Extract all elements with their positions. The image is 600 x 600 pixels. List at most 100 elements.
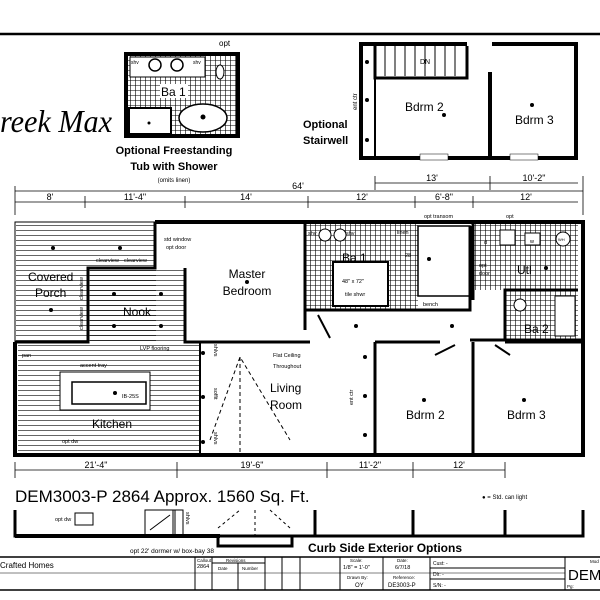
svg-text:Flat Ceiling: Flat Ceiling xyxy=(273,353,301,359)
svg-text:OY: OY xyxy=(355,583,364,589)
svg-text:Bdrm 2: Bdrm 2 xyxy=(406,408,445,422)
svg-text:Pg:: Pg: xyxy=(567,584,574,589)
svg-text:clearview: clearview xyxy=(124,258,147,264)
svg-text:Drawn By:: Drawn By: xyxy=(347,575,368,580)
svg-text:w: w xyxy=(529,239,534,245)
svg-text:Bdrm 3: Bdrm 3 xyxy=(515,113,554,127)
svg-text:10'-2": 10'-2" xyxy=(523,173,546,183)
curb-side-elevation-strip xyxy=(13,509,585,548)
svg-text:Master: Master xyxy=(229,267,266,281)
title-block xyxy=(0,556,600,591)
svg-text:S/N: -: S/N: - xyxy=(433,583,446,589)
svg-text:opt: opt xyxy=(506,214,514,220)
svg-text:Utl: Utl xyxy=(517,263,532,277)
svg-text:clearview: clearview xyxy=(96,258,119,264)
svg-text:Throughout: Throughout xyxy=(273,364,302,370)
svg-text:ent ctr: ent ctr xyxy=(353,93,359,110)
svg-text:shv: shv xyxy=(193,60,201,66)
svg-text:Date: Date xyxy=(218,566,228,571)
optional-bath-plan: opt shv shv Ba 1 xyxy=(124,39,240,138)
svg-text:Callout:: Callout: xyxy=(197,558,212,563)
svg-text:d: d xyxy=(484,240,487,246)
svg-text:Ba 1: Ba 1 xyxy=(161,85,186,99)
svg-text:opt dw: opt dw xyxy=(55,517,71,523)
svg-text:DE3003-P: DE3003-P xyxy=(388,583,416,589)
svg-text:Bdrm 3: Bdrm 3 xyxy=(507,408,546,422)
svg-text:13': 13' xyxy=(426,173,438,183)
svg-text:Ba 2: Ba 2 xyxy=(524,322,549,336)
svg-text:clearview: clearview xyxy=(79,307,85,330)
svg-text:Kitchen: Kitchen xyxy=(92,417,132,431)
svg-text:48" x 72": 48" x 72" xyxy=(342,279,364,285)
svg-text:Optional Freestanding: Optional Freestanding xyxy=(116,145,233,157)
svg-text:pan: pan xyxy=(22,353,31,359)
svg-text:soffit: soffit xyxy=(212,388,218,400)
svg-text:opt: opt xyxy=(479,263,487,269)
svg-text:ent ctr: ent ctr xyxy=(349,390,355,405)
svg-text:shlvs: shlvs xyxy=(212,432,218,445)
svg-text:6/7/18: 6/7/18 xyxy=(395,565,410,571)
svg-text:Optional: Optional xyxy=(303,119,348,131)
svg-text:shv: shv xyxy=(308,231,317,237)
svg-text:2864: 2864 xyxy=(197,564,209,570)
svg-text:12': 12' xyxy=(356,192,368,202)
company-name: Crafted Homes xyxy=(0,561,54,570)
svg-text:Ba 1: Ba 1 xyxy=(342,251,367,265)
svg-text:opt: opt xyxy=(219,39,231,48)
svg-text:Covered: Covered xyxy=(28,270,73,284)
svg-text:opt dw: opt dw xyxy=(62,439,78,445)
svg-text:12': 12' xyxy=(520,192,532,202)
svg-text:accent tray: accent tray xyxy=(80,363,107,369)
main-floor-plan xyxy=(13,220,585,457)
svg-text:opt transom: opt transom xyxy=(424,214,453,220)
svg-text:opt door: opt door xyxy=(166,245,186,251)
svg-text:19'-6": 19'-6" xyxy=(241,460,264,470)
svg-text:28: 28 xyxy=(405,253,411,259)
svg-text:DEM: DEM xyxy=(568,567,600,584)
svg-text:door: door xyxy=(479,271,490,277)
svg-text:11'-2": 11'-2" xyxy=(359,460,381,470)
optional-stairwell-plan: DN Bdrm 2 Bdrm 3 ent ctr xyxy=(353,40,578,161)
svg-text:Mod: Mod xyxy=(590,559,599,564)
svg-text:14': 14' xyxy=(240,192,252,202)
svg-text:6'-8": 6'-8" xyxy=(435,192,453,202)
svg-text:Porch: Porch xyxy=(35,286,66,300)
svg-text:std window: std window xyxy=(164,237,191,243)
svg-text:64': 64' xyxy=(292,181,304,191)
svg-text:21'-4": 21'-4" xyxy=(85,460,108,470)
svg-text:clearview: clearview xyxy=(79,277,85,300)
model-name-title: reek Max xyxy=(0,103,112,139)
svg-text:Tub with Shower: Tub with Shower xyxy=(130,161,218,173)
svg-text:Nook: Nook xyxy=(123,305,152,319)
svg-text:WH: WH xyxy=(558,237,565,242)
svg-text:shv: shv xyxy=(131,60,139,66)
svg-text:11'-4": 11'-4" xyxy=(124,192,146,202)
svg-text:Bdrm 2: Bdrm 2 xyxy=(405,100,444,114)
svg-text:LVP flooring: LVP flooring xyxy=(140,346,169,352)
svg-text:Living: Living xyxy=(270,381,301,395)
plan-title: DEM3003-P 2864 Approx. 1560 Sq. Ft. xyxy=(15,487,310,506)
svg-text:DN: DN xyxy=(420,59,430,66)
svg-text:bench: bench xyxy=(423,302,438,308)
svg-text:linen: linen xyxy=(397,230,409,236)
svg-text:1/8" = 1'-0": 1/8" = 1'-0" xyxy=(343,565,370,571)
svg-text:8': 8' xyxy=(47,192,54,202)
dormer-note: opt 22' dormer w/ box-bay 38 xyxy=(130,548,214,555)
svg-text:Scale:: Scale: xyxy=(350,558,363,563)
svg-text:shlvs: shlvs xyxy=(184,512,190,525)
svg-text:tile shwr: tile shwr xyxy=(345,292,365,298)
svg-text:Cust: -: Cust: - xyxy=(433,561,448,567)
svg-text:IB-25S: IB-25S xyxy=(122,394,139,400)
legend: ● = Std. can light xyxy=(482,495,527,501)
svg-text:Room: Room xyxy=(270,398,302,412)
svg-text:Date:: Date: xyxy=(397,558,408,563)
svg-text:Bedroom: Bedroom xyxy=(223,284,272,298)
dimension-lines xyxy=(14,176,584,478)
svg-text:Reference:: Reference: xyxy=(393,575,415,580)
svg-text:Revisions: Revisions xyxy=(226,558,246,563)
svg-text:12': 12' xyxy=(453,460,465,470)
exterior-options-title: Curb Side Exterior Options xyxy=(308,541,462,555)
svg-text:shv: shv xyxy=(346,231,355,237)
svg-text:Dlr: -: Dlr: - xyxy=(433,572,444,578)
